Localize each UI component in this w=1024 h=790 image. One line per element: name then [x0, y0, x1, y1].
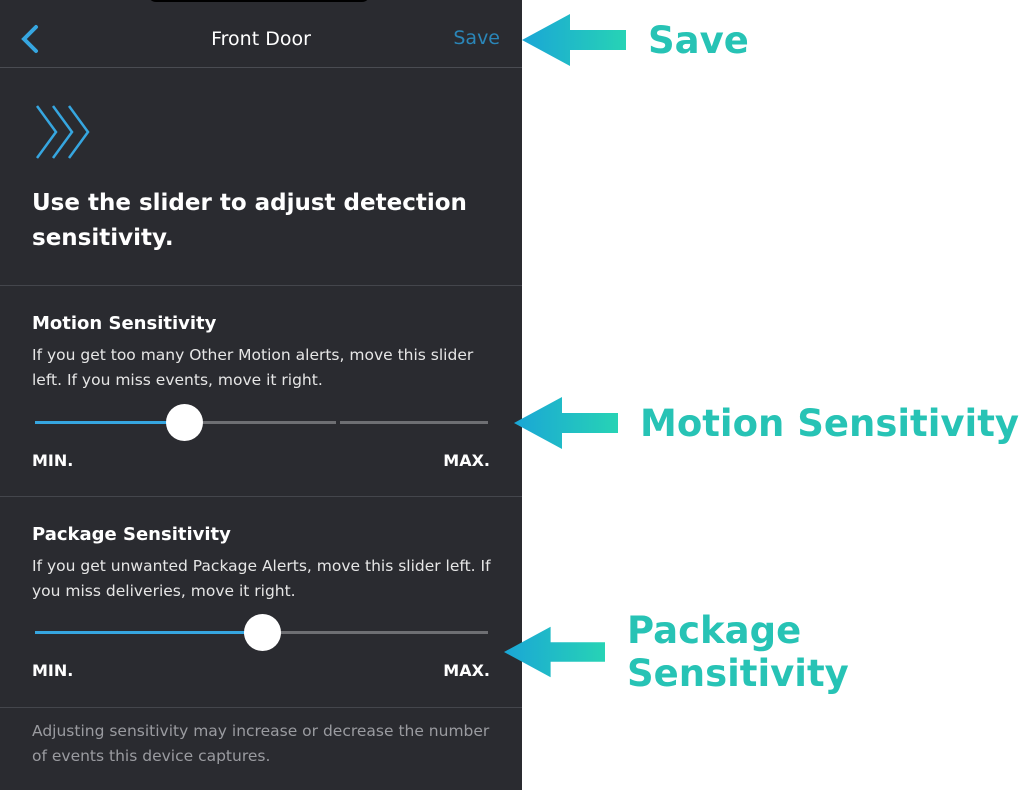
package-annotation: Package Sensitivity — [504, 609, 1024, 695]
package-max-label: MAX. — [443, 661, 490, 680]
motion-max-label: MAX. — [443, 451, 490, 470]
annotation-label: Motion Sensitivity — [640, 401, 1020, 445]
divider — [0, 496, 522, 497]
arrow-left-icon — [504, 626, 605, 678]
slider-thumb[interactable] — [243, 614, 281, 651]
slider-step-gap — [336, 419, 340, 426]
slider-fill — [35, 631, 262, 634]
nav-header: Front Door Save — [0, 0, 522, 68]
page-title: Front Door — [211, 28, 311, 50]
arrow-left-icon — [514, 397, 618, 449]
arrow-left-icon — [522, 14, 626, 66]
divider — [0, 707, 522, 708]
motion-chevrons-icon — [35, 105, 90, 159]
slider-track — [35, 421, 488, 424]
package-description: If you get unwanted Package Alerts, move… — [32, 557, 491, 600]
motion-title: Motion Sensitivity — [32, 313, 217, 334]
motion-annotation: Motion Sensitivity — [514, 397, 1019, 449]
slider-fill — [35, 421, 185, 424]
annotation-label: Save — [648, 18, 749, 62]
slider-thumb[interactable] — [166, 404, 204, 441]
footer-note: Adjusting sensitivity may increase or de… — [32, 722, 490, 765]
motion-min-label: MIN. — [32, 451, 74, 470]
motion-description: If you get too many Other Motion alerts,… — [32, 346, 474, 389]
save-button[interactable]: Save — [453, 27, 500, 49]
divider — [0, 285, 522, 286]
package-sensitivity-slider[interactable] — [35, 614, 488, 651]
notch — [148, 0, 370, 2]
package-min-label: MIN. — [32, 661, 74, 680]
package-title: Package Sensitivity — [32, 524, 231, 545]
save-annotation: Save — [522, 14, 749, 66]
motion-sensitivity-slider[interactable] — [35, 404, 488, 441]
annotation-label: Package Sensitivity — [627, 609, 849, 695]
intro-heading: Use the slider to adjust detection sensi… — [32, 190, 467, 251]
back-chevron-icon[interactable] — [18, 24, 42, 54]
phone-screen: Front Door Save Use the slider to adjust… — [0, 0, 522, 790]
